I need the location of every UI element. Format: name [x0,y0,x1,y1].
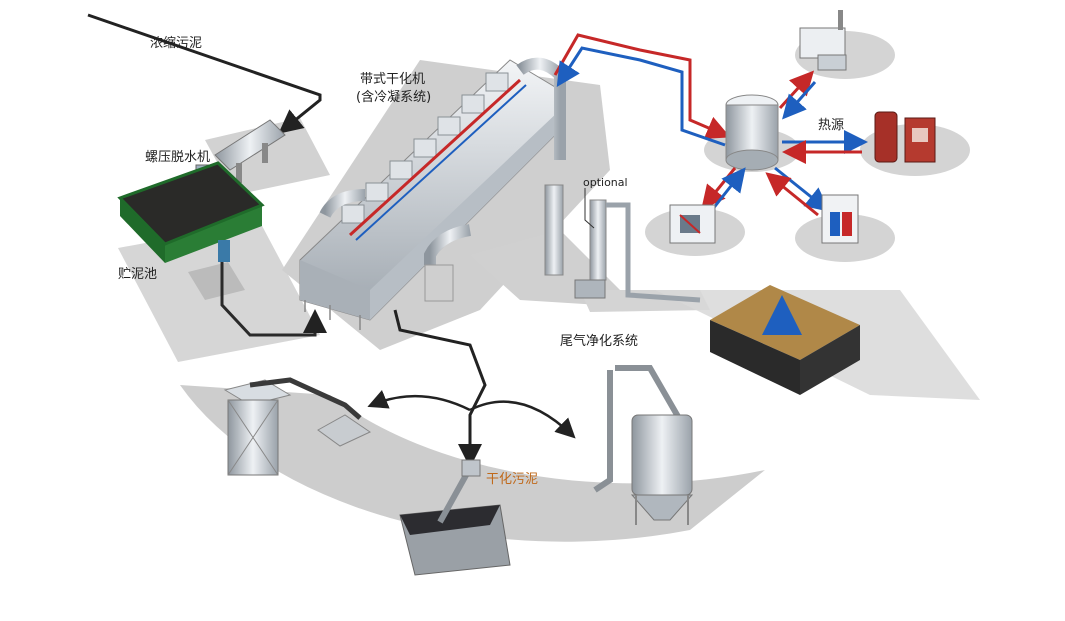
thickened-sludge-feed-line [87,13,322,134]
heat-source-label: 热源 [818,118,845,133]
conveyor-icon [223,377,372,476]
chp-unit-icon [799,10,847,71]
biofilter-icon [710,285,860,395]
storage-tank-label: 贮泥池 [118,267,158,282]
boiler-icon [874,111,936,163]
dried-sludge-line [393,309,487,468]
belt-dryer-label: 带式干化机 [360,72,426,87]
dryer-icon [299,57,566,330]
sludge-container-icon [117,161,265,263]
scrubber-icon [544,184,701,303]
heat-source-pipes [701,70,868,217]
cold-water-return-line [556,46,726,147]
optional-pointer-line [584,188,595,229]
branch-left-line [367,390,471,412]
optional-label: optional [583,176,628,189]
dried-sludge-label: 干化污泥 [486,472,539,487]
exhaust-gas-label: 尾气净化系统 [560,334,639,349]
belt-dryer-sublabel: (含冷凝系统) [356,90,432,105]
hot-water-supply-line [553,33,731,139]
heat-pump-icon [821,194,859,244]
screw-press-label: 螺压脱水机 [145,150,211,165]
silo-icon [593,365,694,525]
branch-right-line [469,400,576,439]
heat-exchanger-icon [669,204,716,244]
tank-icon [725,94,779,171]
storage-tank-icon [188,240,327,337]
skip-container-icon [399,459,511,576]
thickened-sludge-label: 浓缩污泥 [150,36,203,51]
